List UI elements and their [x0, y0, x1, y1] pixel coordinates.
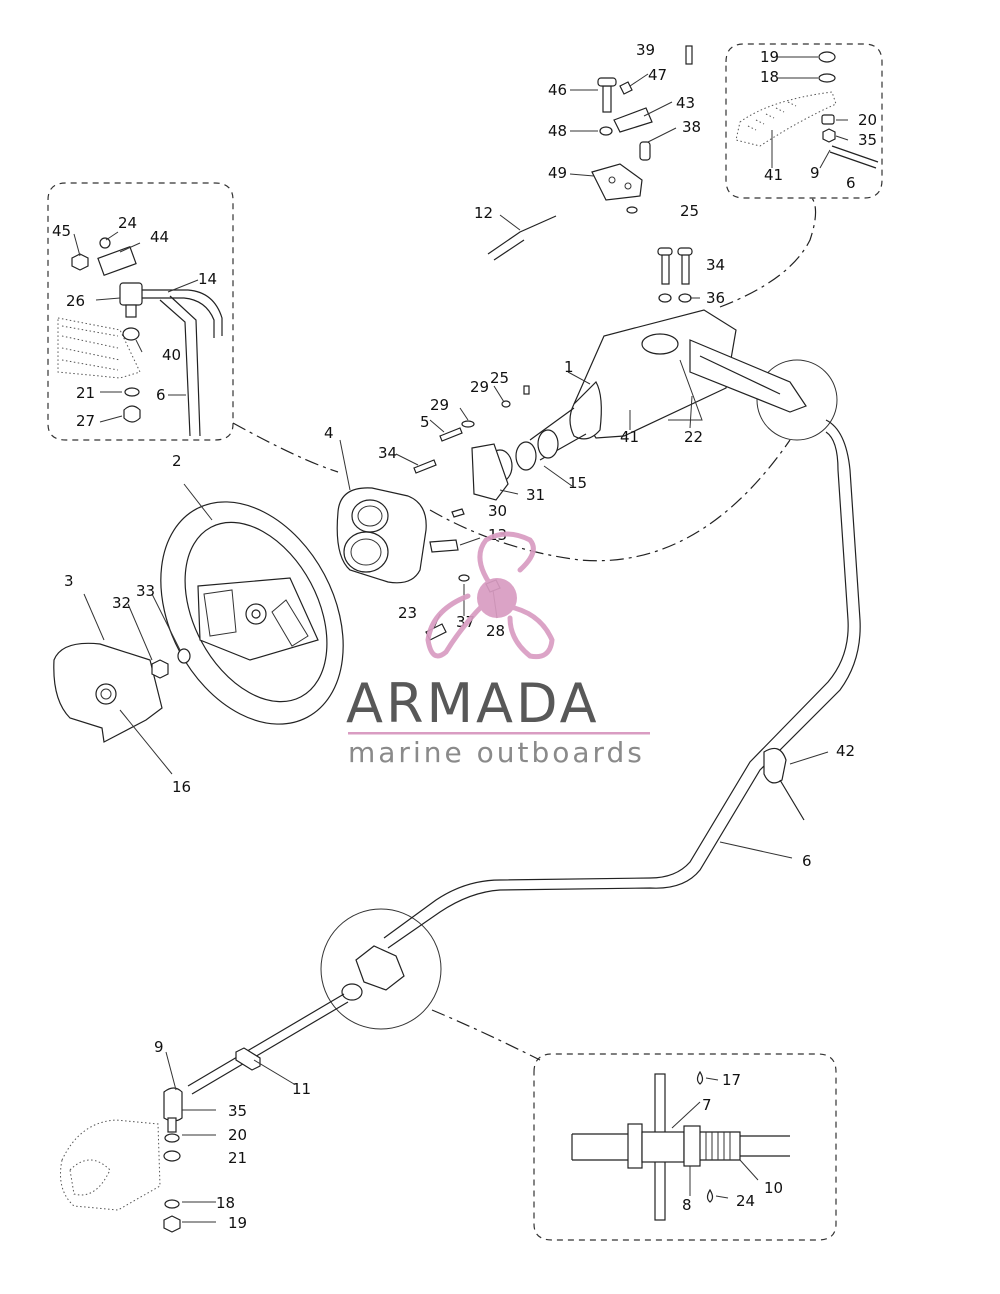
callout-1: 1 — [564, 358, 574, 376]
callout-41: 41 — [620, 428, 639, 446]
propeller-hub-icon — [477, 578, 517, 618]
helm-assembly — [487, 309, 807, 483]
callout-17: 17 — [722, 1071, 741, 1089]
callout-35-detail: 35 — [858, 131, 877, 149]
detail-view-top-left — [47, 182, 234, 441]
callout-23: 23 — [398, 604, 417, 622]
callout-6-main: 6 — [802, 852, 812, 870]
callout-9-detail: 9 — [810, 164, 820, 182]
callout-24: 24 — [736, 1192, 755, 1210]
callout-numbers: 1 2 3 4 5 6 6 6 7 8 9 9 10 11 12 13 14 1… — [52, 41, 877, 1232]
callout-7: 7 — [702, 1096, 712, 1114]
armada-logo — [425, 531, 555, 660]
callout-28: 28 — [486, 622, 505, 640]
callout-25-top: 25 — [680, 202, 699, 220]
callout-20-detail: 20 — [858, 111, 877, 129]
callout-47: 47 — [648, 66, 667, 84]
callout-20: 20 — [228, 1126, 247, 1144]
callout-19-detail: 19 — [760, 48, 779, 66]
outboard-tiller-assembly — [60, 1087, 183, 1233]
brand-title: ARMADA — [346, 672, 600, 735]
callout-4: 4 — [324, 424, 334, 442]
callout-34-top: 34 — [706, 256, 725, 274]
callout-26: 26 — [66, 292, 85, 310]
detail-view-top-right — [725, 43, 883, 199]
callout-3: 3 — [64, 572, 74, 590]
steering-cable-main — [187, 419, 861, 1095]
callout-leaders — [73, 56, 849, 1223]
callout-32: 32 — [112, 594, 131, 612]
callout-21: 21 — [228, 1149, 247, 1167]
callout-24-detail: 24 — [118, 214, 137, 232]
callout-36: 36 — [706, 289, 725, 307]
callout-11: 11 — [292, 1080, 311, 1098]
callout-45: 45 — [52, 222, 71, 240]
callout-2: 2 — [172, 452, 182, 470]
wheel-hub-cover — [53, 642, 163, 743]
callout-22: 22 — [684, 428, 703, 446]
callout-16: 16 — [172, 778, 191, 796]
callout-29-upper: 29 — [470, 378, 489, 396]
callout-5: 5 — [420, 413, 430, 431]
callout-21-detail: 21 — [76, 384, 95, 402]
callout-38: 38 — [682, 118, 701, 136]
callout-25: 25 — [490, 369, 509, 387]
callout-33: 33 — [136, 582, 155, 600]
brand-subtitle: marine outboards — [348, 736, 645, 769]
callout-34: 34 — [378, 444, 397, 462]
dash-bezel — [336, 487, 427, 584]
callout-40: 40 — [162, 346, 181, 364]
brand-divider — [348, 732, 650, 735]
callout-31: 31 — [526, 486, 545, 504]
callout-8: 8 — [682, 1196, 692, 1214]
callout-18: 18 — [216, 1194, 235, 1212]
callout-30: 30 — [488, 502, 507, 520]
callout-9: 9 — [154, 1038, 164, 1056]
callout-15: 15 — [568, 474, 587, 492]
callout-27: 27 — [76, 412, 95, 430]
callout-48: 48 — [548, 122, 567, 140]
callout-35: 35 — [228, 1102, 247, 1120]
callout-41-detail: 41 — [764, 166, 783, 184]
callout-12: 12 — [474, 204, 493, 222]
detail-view-bottom-right — [533, 1053, 837, 1241]
callout-46: 46 — [548, 81, 567, 99]
callout-6-detail-right: 6 — [846, 174, 856, 192]
callout-43: 43 — [676, 94, 695, 112]
callout-14: 14 — [198, 270, 217, 288]
callout-18-detail: 18 — [760, 68, 779, 86]
callout-19: 19 — [228, 1214, 247, 1232]
callout-29: 29 — [430, 396, 449, 414]
callout-39: 39 — [636, 41, 655, 59]
steering-wheel — [160, 501, 344, 725]
top-mount-plate — [591, 45, 693, 214]
callout-44: 44 — [150, 228, 169, 246]
callout-10: 10 — [764, 1179, 783, 1197]
callout-6-detail: 6 — [156, 386, 166, 404]
callout-49: 49 — [548, 164, 567, 182]
propeller-logo-icon — [425, 531, 555, 660]
cable-clip — [763, 747, 805, 821]
callout-42: 42 — [836, 742, 855, 760]
